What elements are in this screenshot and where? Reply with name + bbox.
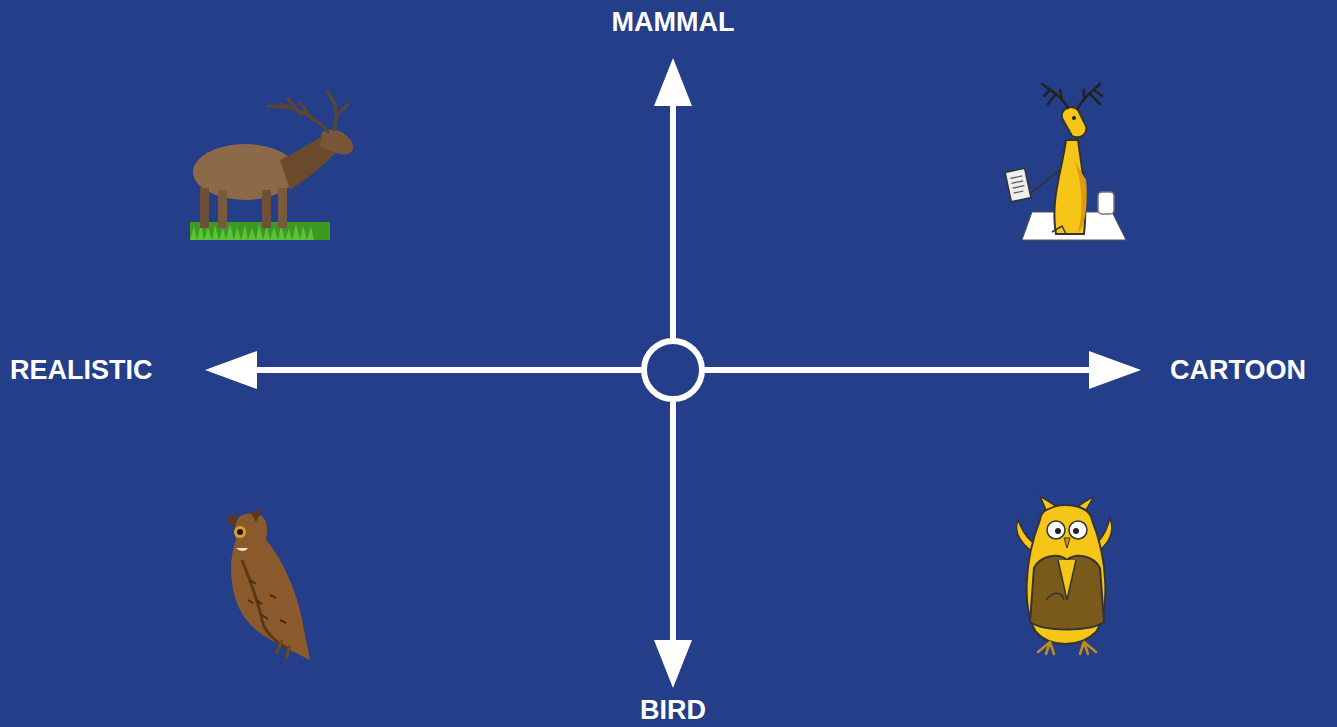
axis-label-top: MAMMAL <box>612 9 735 36</box>
axis-label-right: CARTOON <box>1170 357 1306 384</box>
axis-label-left: REALISTIC <box>10 357 153 384</box>
cartoon-owl <box>1017 496 1112 654</box>
axes <box>205 58 1141 688</box>
realistic-owl <box>226 510 310 660</box>
axis-label-bottom: BIRD <box>640 697 706 724</box>
realistic-elk <box>190 92 353 240</box>
cartoon-elk <box>1005 84 1126 240</box>
